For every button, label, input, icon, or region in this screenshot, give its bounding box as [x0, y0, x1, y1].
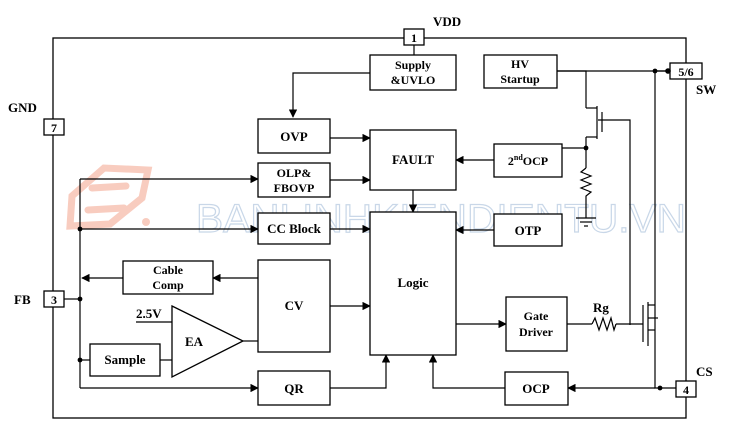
pin-sw-number: 5/6: [678, 65, 693, 79]
logic-block: Logic: [369, 211, 457, 356]
reference-voltage-label: 2.5V: [136, 306, 162, 321]
second-ocp-label: 2ndOCP: [508, 153, 548, 168]
qr-label: QR: [284, 381, 304, 396]
olp-fbovp-line1: OLP&: [277, 166, 312, 180]
supply-uvlo-block: Supply &UVLO: [369, 54, 457, 91]
cc-block: CC Block: [257, 212, 331, 245]
junction-dots: [77, 68, 671, 391]
pin-cs-number: 4: [683, 383, 689, 397]
otp-block: OTP: [493, 213, 563, 247]
qr-block: QR: [257, 370, 331, 406]
second-ocp-block: 2ndOCP: [493, 143, 563, 178]
pin-cs: 4 CS: [675, 364, 713, 398]
power-mosfet-icon: [642, 302, 658, 346]
gate-resistor-icon: [591, 315, 617, 333]
cable-comp-block: Cable Comp: [122, 260, 214, 295]
pin-vdd-number: 1: [411, 31, 417, 45]
supply-uvlo-line1: Supply: [395, 58, 431, 72]
pin-vdd: 1 VDD: [403, 14, 461, 46]
pin-fb-number: 3: [51, 293, 57, 307]
gate-driver-line2: Driver: [519, 325, 554, 339]
cv-block: CV: [257, 259, 331, 353]
pin-gnd-label: GND: [8, 100, 37, 115]
startup-transistor-icon: [586, 106, 603, 139]
ocp-block: OCP: [504, 371, 569, 406]
fault-block: FAULT: [369, 129, 457, 191]
cable-comp-line2: Comp: [152, 278, 184, 292]
pin-sw-label: SW: [696, 82, 716, 97]
sense-resistor-icon: [579, 167, 593, 218]
ocp-label: OCP: [522, 381, 550, 396]
cc-block-label: CC Block: [267, 221, 322, 236]
supply-uvlo-line2: &UVLO: [391, 73, 436, 87]
pin-fb: 3 FB: [14, 290, 65, 308]
sample-label: Sample: [104, 352, 145, 367]
logic-label: Logic: [397, 275, 428, 290]
cable-comp-line1: Cable: [153, 263, 184, 277]
watermark-logo: [66, 164, 153, 230]
gate-driver-block: Gate Driver: [505, 296, 568, 352]
hv-startup-line1: HV: [511, 57, 529, 71]
pin-vdd-label: VDD: [433, 14, 461, 29]
hv-startup-line2: Startup: [500, 72, 540, 86]
otp-label: OTP: [515, 223, 542, 238]
pin-cs-label: CS: [696, 364, 713, 379]
pin-sw: 5/6 SW: [669, 62, 716, 97]
error-amplifier: EA: [171, 304, 245, 379]
hv-startup-block: HV Startup: [483, 54, 558, 89]
pin-gnd-number: 7: [51, 121, 57, 135]
ea-label: EA: [185, 334, 204, 349]
pin-fb-label: FB: [14, 292, 31, 307]
fault-label: FAULT: [392, 152, 434, 167]
ovp-block: OVP: [257, 118, 331, 154]
gate-resistor-label: Rg: [593, 300, 609, 315]
ground-icon: [576, 217, 596, 227]
cv-label: CV: [285, 298, 304, 313]
ic-boundary: [52, 37, 687, 419]
sample-block: Sample: [89, 343, 161, 377]
olp-fbovp-line2: FBOVP: [274, 181, 315, 195]
gate-driver-line1: Gate: [524, 309, 549, 323]
ovp-label: OVP: [280, 129, 308, 144]
pin-gnd: 7 GND: [8, 100, 65, 136]
wires: [64, 45, 676, 393]
olp-fbovp-block: OLP& FBOVP: [257, 162, 331, 198]
